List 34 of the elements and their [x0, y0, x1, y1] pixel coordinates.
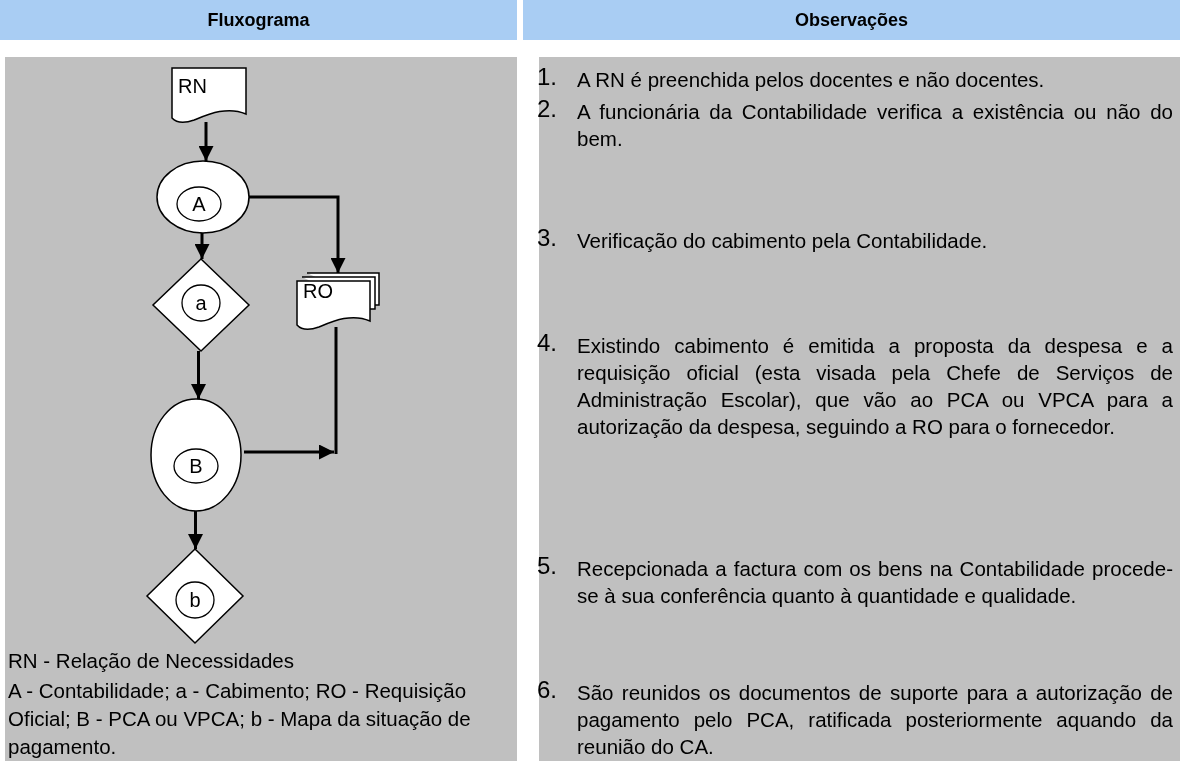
arrow: [249, 195, 346, 273]
document-shape: [172, 68, 246, 122]
process-circle: [151, 399, 241, 511]
arrow: [191, 351, 206, 399]
decision-diamond: [153, 259, 249, 351]
item-number: 5.: [537, 552, 557, 580]
note-text: A funcionária da Contabilidade verifica a existência ou não do bem.: [577, 99, 1173, 152]
note-text: A RN é preenchida pelos docentes e não docentes.: [577, 67, 1046, 93]
note-text: Recepcionada a factura com os bens na Contabilidade procede-se à sua conferência quanto à quantidade e qualidade.: [577, 556, 1173, 609]
node-label: A: [192, 194, 206, 214]
decision-diamond: [147, 549, 243, 643]
process-circle: [157, 161, 249, 233]
legend-note: A - Contabilidade; a - Cabimento; RO - Requisição Oficial; B - PCA ou VPCA; b - Mapa da situação de pagamento.: [8, 678, 472, 760]
arrow: [244, 444, 334, 460]
arrow: [188, 511, 203, 549]
item-number: 2.: [537, 95, 557, 123]
multi-document-shape: [297, 273, 379, 329]
column-header: Fluxograma: [0, 0, 517, 40]
node-label: a: [195, 293, 207, 313]
node-label: b: [189, 590, 201, 610]
note-text: São reunidos os documentos de suporte para a autorização de pagamento pelo PCA, ratificada posteriormente aquando da reunião do CA.: [577, 680, 1173, 760]
arrow: [198, 122, 214, 161]
column-header: Observações: [523, 0, 1180, 40]
item-number: 6.: [537, 676, 557, 704]
node-label: RN: [178, 76, 207, 96]
item-number: 3.: [537, 224, 557, 252]
item-number: 4.: [537, 329, 557, 357]
note-text: Verificação do cabimento pela Contabilidade.: [577, 228, 989, 254]
node-label: B: [189, 456, 203, 476]
legend-note: RN - Relação de Necessidades: [8, 648, 295, 674]
note-text: Existindo cabimento é emitida a proposta da despesa e a requisição oficial (esta visada pela Chefe de Serviços de Administração Escolar), que vão ao PCA ou VPCA para a autorização da despesa, seguindo a RO para o fornecedor.: [577, 333, 1173, 440]
node-label: RO: [303, 281, 333, 301]
item-number: 1.: [537, 63, 557, 91]
arrow: [194, 233, 210, 259]
